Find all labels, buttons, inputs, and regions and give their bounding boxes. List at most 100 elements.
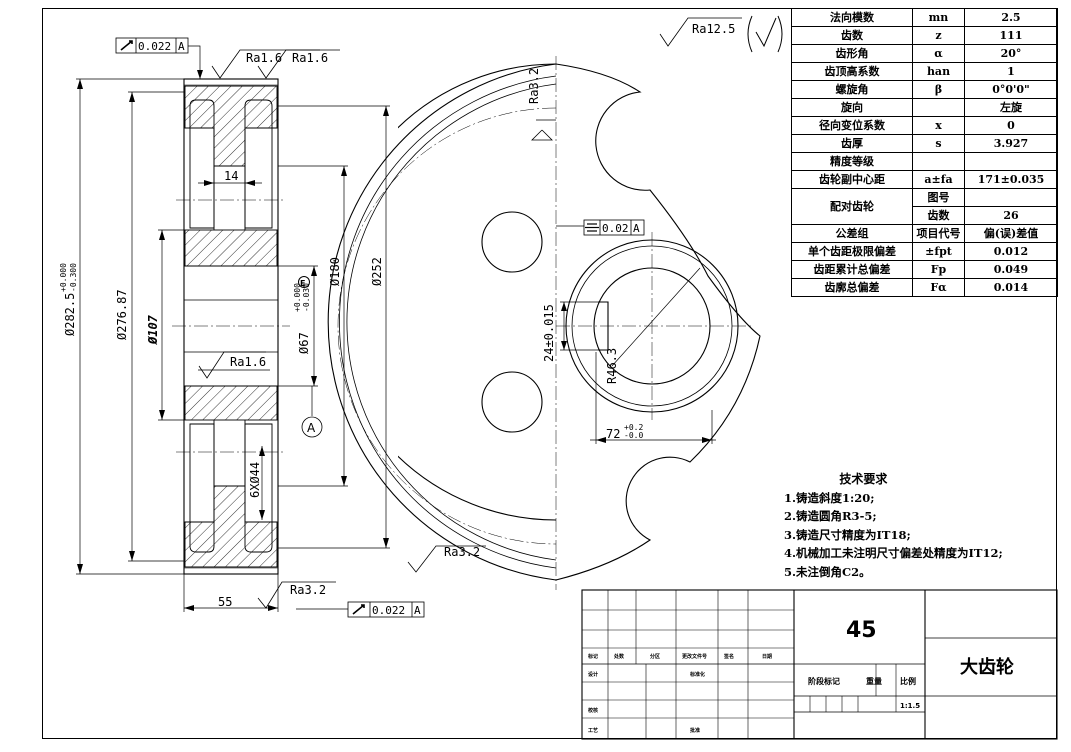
tol-header-symbol: 项目代号	[912, 224, 965, 243]
ra-mid: Ra1.6	[230, 355, 266, 369]
tb-zone: 分区	[650, 653, 660, 660]
param-name: 齿形角	[791, 44, 913, 63]
param-value: 左旋	[964, 98, 1058, 117]
param-symbol: 图号	[912, 188, 965, 207]
gear-rim-outline	[183, 78, 279, 575]
side-dimensions	[536, 119, 716, 444]
ra-general: Ra12.5	[692, 22, 735, 36]
runout-frame-top: 0.022 A	[115, 37, 203, 79]
dim-72-lo: -0.0	[624, 431, 643, 440]
tb-process: 工艺	[588, 727, 598, 734]
param-name: 螺旋角	[791, 80, 913, 99]
envelope-symbol: E	[298, 276, 310, 288]
param-symbol	[912, 98, 965, 117]
param-name: 齿顶高系数	[791, 62, 913, 81]
param-symbol	[912, 152, 965, 171]
hub-bottom-hatch	[184, 385, 278, 421]
param-name: 齿数	[791, 26, 913, 45]
param-symbol: Fα	[912, 278, 965, 297]
dim-d67-tol-lo: -0.030	[302, 283, 311, 312]
requirement-item: 5.未注倒角C2。	[784, 564, 871, 579]
requirements-title: 技术要求	[839, 472, 888, 486]
param-value	[964, 188, 1058, 207]
param-symbol: 齿数	[912, 206, 965, 225]
dim-d67-tol-up: +0.000	[293, 283, 302, 312]
section-view	[172, 78, 290, 575]
param-row: 精度等级	[791, 152, 1058, 171]
param-value: 0.014	[964, 278, 1058, 297]
ra-top-1: Ra1.6	[246, 51, 282, 65]
param-value: 111	[964, 26, 1058, 45]
param-name: 法向模数	[791, 8, 913, 27]
runout-bottom-value: 0.022	[372, 604, 405, 617]
dim-d67: Ø67	[297, 332, 311, 354]
symmetry-datum: A	[633, 222, 640, 235]
param-name: 齿厚	[791, 134, 913, 153]
dim-od-282: Ø282.5	[63, 293, 77, 336]
tb-check: 校核	[588, 707, 598, 714]
tb-design: 设计	[588, 671, 598, 678]
tol-header-value: 偏(误)差值	[964, 224, 1058, 243]
dim-72-up: +0.2	[624, 423, 643, 432]
requirement-item: 1.铸造斜度1:20;	[784, 490, 875, 505]
ra-right: Ra3.2	[444, 545, 480, 559]
param-row: 配对齿轮图号	[791, 188, 1058, 225]
param-symbol: han	[912, 62, 965, 81]
general-roughness-check-icon	[747, 15, 783, 53]
requirement-item: 2.铸造圆角R3-5;	[784, 509, 877, 523]
ra-bottom: Ra3.2	[290, 583, 326, 597]
tb-sign: 签名	[723, 653, 734, 660]
param-symbol: z	[912, 26, 965, 45]
side-view	[327, 56, 761, 590]
param-row: 旋向左旋	[791, 98, 1058, 117]
tb-stage-mark: 阶段标记	[808, 676, 840, 686]
param-name: 齿轮副中心距	[791, 170, 913, 189]
runout-bottom-datum: A	[414, 604, 421, 617]
param-value: 2.5	[964, 8, 1058, 27]
param-pair-label: 配对齿轮	[791, 188, 913, 225]
ra-top-2: Ra1.6	[292, 51, 328, 65]
datum-a-marker: A	[301, 416, 323, 438]
tb-ratio: 比例	[900, 676, 916, 686]
tb-part-name: 大齿轮	[960, 656, 1014, 678]
tb-count: 处数	[613, 653, 625, 660]
param-value: 3.927	[964, 134, 1058, 153]
tb-change-doc: 更改文件号	[682, 653, 707, 660]
roughness-symbols	[198, 17, 742, 609]
symmetry-frame: 0.02 A	[583, 219, 645, 236]
dim-width-55: 55	[218, 595, 232, 609]
hub-top-hatch	[184, 229, 278, 267]
dim-r463: R46.3	[605, 348, 619, 384]
param-symbol: x	[912, 116, 965, 135]
envelope-letter: E	[300, 279, 305, 288]
requirement-item: 4.机械加工未注明尺寸偏差处精度为IT12;	[784, 546, 1003, 560]
param-symbol: β	[912, 80, 965, 99]
param-name: 齿廓总偏差	[791, 278, 913, 297]
runout-frame-bottom: 0.022 A	[296, 601, 425, 618]
title-block	[581, 589, 1058, 740]
param-value	[964, 152, 1058, 171]
param-name: 精度等级	[791, 152, 913, 171]
tb-material: 45	[846, 618, 877, 643]
dim-d252: Ø252	[370, 257, 384, 286]
dim-width-14: 14	[224, 169, 238, 183]
param-symbol: s	[912, 134, 965, 153]
tb-scale-value: 1:1.5	[900, 702, 920, 710]
symmetry-icon	[585, 223, 599, 232]
param-name: 齿距累计总偏差	[791, 260, 913, 279]
dim-od-276: Ø276.87	[115, 289, 129, 340]
dim-od-282-tol-lo: -0.300	[69, 263, 78, 292]
dim-d107: Ø107	[146, 314, 160, 345]
tol-header-name: 公差组	[791, 224, 913, 243]
param-name: 径向变位系数	[791, 116, 913, 135]
